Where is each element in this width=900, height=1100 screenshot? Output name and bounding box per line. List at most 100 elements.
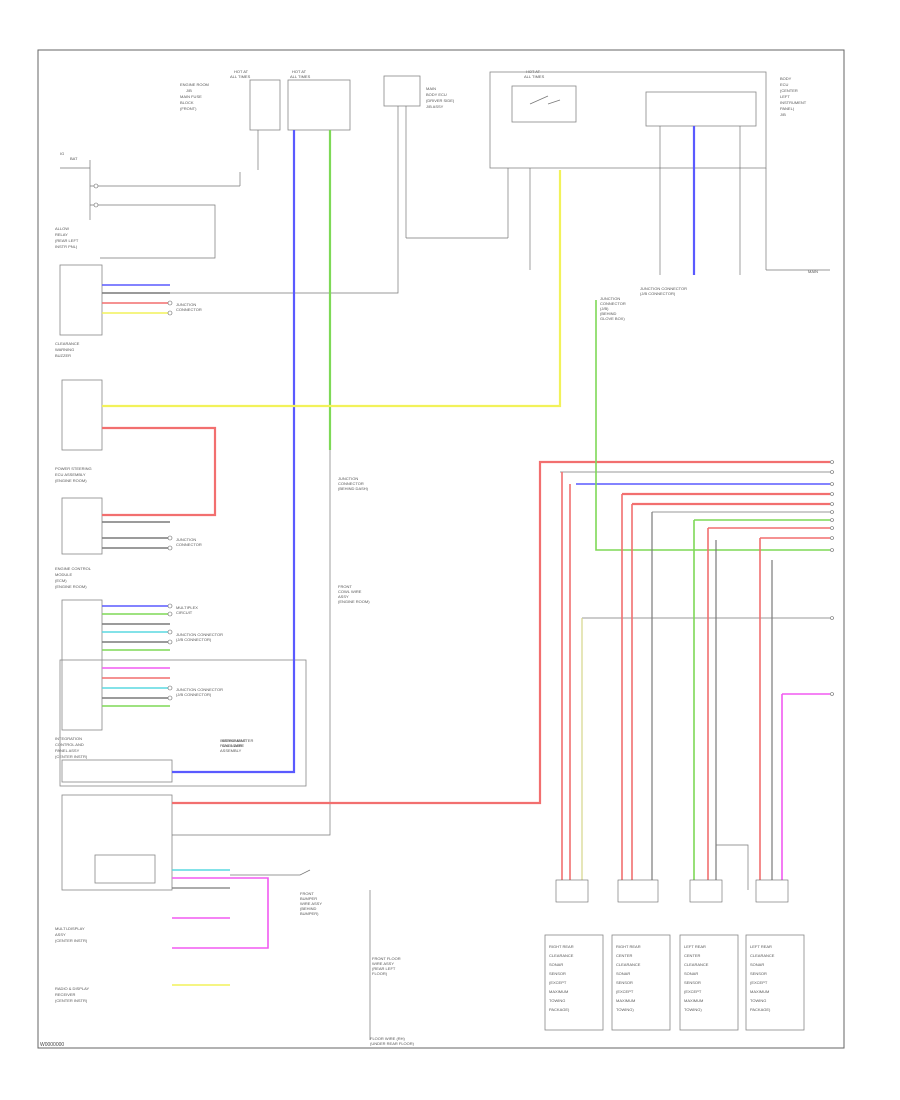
wire-green-h3 [595, 300, 830, 551]
svg-text:(CENTER: (CENTER [780, 88, 798, 93]
svg-text:CONNECTOR: CONNECTOR [600, 301, 626, 306]
wire-red-main [172, 460, 830, 805]
wire-gray-buzzer [102, 150, 399, 294]
svg-text:FRONT: FRONT [300, 891, 314, 896]
wire-pink-loop [172, 877, 269, 949]
sensor-label-rrc-2: CLEARANCE [616, 962, 641, 967]
wire-yellow-jumper [715, 844, 749, 890]
sensor-label-rrc-6: MAXIMUM [616, 998, 635, 1003]
rear-sensor-box-rrc [611, 934, 671, 1031]
svg-text:CONNECTOR: CONNECTOR [176, 307, 202, 312]
svg-text:JUNCTION: JUNCTION [176, 537, 196, 542]
rear-sensor-box-lrc [679, 934, 739, 1031]
sensor-label-lrc-2: CLEARANCE [684, 962, 709, 967]
stub-terminals [167, 300, 173, 701]
svg-text:INSTRUMENT: INSTRUMENT [780, 100, 807, 105]
svg-text:CYLINDER: CYLINDER [222, 743, 242, 748]
svg-text:ALLOW: ALLOW [55, 226, 69, 231]
rear-sensor-labels: RIGHT REAR CLEARANCE SONAR SENSOR (EXCEPT MAX… [549, 944, 775, 1012]
rear-sensor-box-rr [544, 934, 604, 1031]
svg-text:FRONT: FRONT [338, 584, 352, 589]
svg-text:WIRE ASSY: WIRE ASSY [300, 901, 322, 906]
svg-text:(ECM): (ECM) [55, 578, 67, 583]
sensor-label-lr-4: (EXCEPT [750, 980, 768, 985]
svg-text:MAIN: MAIN [808, 269, 818, 274]
wire-blue-main [172, 130, 296, 774]
top-short-wires [257, 106, 830, 275]
svg-text:FLOOR WIRE (RH): FLOOR WIRE (RH) [370, 1036, 406, 1041]
svg-text:ECU: ECU [780, 82, 789, 87]
svg-text:BODY ECU: BODY ECU [426, 92, 447, 97]
svg-text:RELAY: RELAY [55, 232, 68, 237]
svg-text:CIRCUIT: CIRCUIT [176, 610, 193, 615]
svg-text:INTEGRATION: INTEGRATION [55, 736, 82, 741]
ecu-inner-box [645, 91, 757, 127]
sensor-label-rr-1: CLEARANCE [549, 953, 574, 958]
svg-text:RECEIVER: RECEIVER [55, 992, 76, 997]
svg-text:FLOOR): FLOOR) [372, 971, 388, 976]
sensor-label-rrc-5: (EXCEPT [616, 989, 634, 994]
sensor-module-1 [59, 264, 103, 336]
svg-text:ENGINE CONTROL: ENGINE CONTROL [55, 566, 92, 571]
svg-text:MAIN FUSE: MAIN FUSE [180, 94, 202, 99]
svg-text:(UNDER REAR FLOOR): (UNDER REAR FLOOR) [370, 1041, 415, 1046]
svg-text:ALL TIMES: ALL TIMES [290, 74, 311, 79]
relay-switch-box [511, 85, 577, 123]
main-body-ecu-box [489, 71, 767, 169]
rear-sensor-connectors [555, 879, 789, 903]
svg-text:(ENGINE ROOM): (ENGINE ROOM) [338, 599, 370, 604]
svg-text:BUZZER: BUZZER [55, 353, 71, 358]
wire-red-loop [102, 426, 217, 517]
sensor-label-lrc-3: SONAR [684, 971, 698, 976]
svg-text:INSTR PNL): INSTR PNL) [55, 244, 78, 249]
svg-text:JUNCTION: JUNCTION [600, 296, 620, 301]
svg-text:J/B: J/B [780, 112, 786, 117]
svg-text:MULTI-DISPLAY: MULTI-DISPLAY [55, 926, 85, 931]
svg-text:(FRONT): (FRONT) [180, 106, 197, 111]
svg-text:(ENGINE ROOM): (ENGINE ROOM) [55, 478, 87, 483]
sensor-label-lr-6: TOWING [750, 998, 766, 1003]
svg-text:(CENTER INSTR): (CENTER INSTR) [55, 938, 88, 943]
svg-text:(J/B CONNECTOR): (J/B CONNECTOR) [640, 291, 676, 296]
sensor-label-rr-5: MAXIMUM [549, 989, 568, 994]
svg-text:RADIO & DISPLAY: RADIO & DISPLAY [55, 986, 89, 991]
wire-gray-lower [172, 450, 331, 836]
svg-text:ASSY: ASSY [338, 594, 349, 599]
svg-text:JUNCTION: JUNCTION [338, 476, 358, 481]
sensor-label-rr-3: SENSOR [549, 971, 566, 976]
svg-text:BLOCK: BLOCK [180, 100, 194, 105]
svg-text:ALL TIMES: ALL TIMES [524, 74, 545, 79]
svg-text:ECU ASSEMBLY: ECU ASSEMBLY [55, 472, 86, 477]
sensor-label-lr-7: PACKAGE) [750, 1007, 771, 1012]
svg-text:CONNECTOR: CONNECTOR [176, 542, 202, 547]
relay-contact [529, 95, 561, 105]
svg-text:(REAR LEFT: (REAR LEFT [372, 966, 396, 971]
svg-text:JUNCTION: JUNCTION [176, 302, 196, 307]
svg-text:BRAKE MASTER: BRAKE MASTER [222, 738, 253, 743]
svg-text:POWER STEERING: POWER STEERING [55, 466, 92, 471]
svg-text:GLOVE BOX): GLOVE BOX) [600, 316, 625, 321]
svg-text:IG: IG [60, 151, 64, 156]
svg-text:(BEHIND: (BEHIND [600, 311, 617, 316]
svg-text:MULTIPLEX: MULTIPLEX [176, 605, 198, 610]
svg-text:ASSY: ASSY [55, 932, 66, 937]
svg-text:(J/B CONNECTOR): (J/B CONNECTOR) [176, 637, 212, 642]
sensor-label-rr-0: RIGHT REAR [549, 944, 574, 949]
svg-text:CLEARANCE: CLEARANCE [55, 341, 80, 346]
svg-text:(J/B CONNECTOR): (J/B CONNECTOR) [176, 692, 212, 697]
combination-meter-box [59, 659, 307, 787]
svg-text:MODULE: MODULE [55, 572, 72, 577]
fuse-box-left [249, 79, 281, 131]
wire-gray-floor [230, 869, 371, 1040]
sensor-module-4 [61, 599, 103, 731]
sensor-label-lrc-5: (EXCEPT [684, 989, 702, 994]
svg-text:(DRIVER SIDE): (DRIVER SIDE) [426, 98, 455, 103]
svg-text:INSTRUMENT: INSTRUMENT [220, 738, 247, 743]
sensor-label-lrc-1: CENTER [684, 953, 701, 958]
svg-text:(REAR LEFT: (REAR LEFT [55, 238, 79, 243]
svg-text:ASSEMBLY: ASSEMBLY [220, 748, 242, 753]
